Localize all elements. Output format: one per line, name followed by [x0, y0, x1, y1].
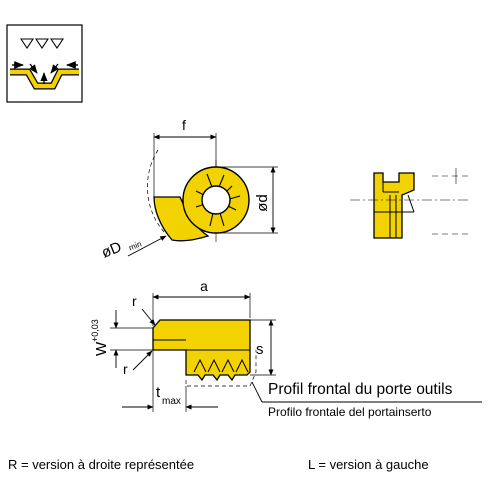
dimension-w: W +0,03: [90, 310, 153, 368]
dimension-t: t max: [122, 350, 218, 412]
label-w-tol: +0,03: [90, 319, 100, 342]
label-r-bottom: r: [123, 361, 128, 377]
dimension-s: s: [250, 319, 276, 376]
label-D: øD: [99, 238, 124, 261]
footer-right-version: R = version à droite représentée: [8, 457, 195, 472]
dimension-f: f: [153, 117, 217, 197]
label-f: f: [182, 117, 186, 133]
profile-leader: [251, 381, 482, 403]
insert-front-view: [153, 160, 252, 242]
dimension-d: ød: [216, 166, 278, 234]
label-t: t: [156, 384, 161, 401]
label-a: a: [200, 278, 208, 294]
label-d: ød: [254, 194, 271, 212]
label-r-top: r: [132, 293, 137, 309]
dimension-D-min: øD min: [99, 149, 167, 262]
label-D-sub: min: [128, 239, 143, 252]
insert-bottom-view: [152, 319, 257, 387]
profile-subtitle: Profilo frontale del portainserto: [268, 405, 432, 419]
label-w: W: [93, 341, 110, 356]
label-s: s: [256, 341, 264, 358]
footer-left-version: L = version à gauche: [308, 457, 429, 472]
dimension-r: r r: [123, 293, 156, 377]
profile-title: Profil frontal du porte outils: [268, 381, 453, 398]
surface-finish-groove-icon: [6, 24, 83, 103]
dimension-a: a: [152, 278, 251, 326]
insert-side-view: [350, 168, 470, 239]
label-t-sub: max: [162, 396, 181, 407]
